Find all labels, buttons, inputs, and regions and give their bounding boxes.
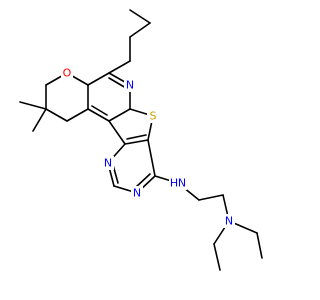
oxygen-label: O — [63, 67, 72, 80]
pyrimidine-nitrogen-1-atom: N — [102, 156, 114, 170]
bonds — [19, 9, 263, 271]
bond — [134, 173, 151, 189]
bond — [108, 60, 131, 74]
tertiary-amine-label: N — [225, 215, 233, 228]
bond — [19, 101, 47, 110]
pyrimidine-nitrogen-1-label: N — [104, 157, 112, 170]
bond — [198, 194, 224, 201]
bond — [256, 232, 263, 259]
bond — [129, 22, 151, 38]
pyridine-nitrogen-label: N — [126, 79, 134, 92]
bond — [147, 139, 156, 177]
amine-hydrogen-label: H — [170, 177, 178, 190]
bond — [129, 9, 151, 24]
bond — [87, 72, 110, 86]
sulfur-atom: S — [147, 109, 159, 123]
pyrimidine-nitrogen-2-label: N — [133, 187, 141, 200]
bond — [66, 108, 89, 122]
sulfur-label: S — [150, 110, 157, 123]
secondary-amine-atom: H N — [169, 176, 187, 190]
structure-diagram: O N S N N H N — [19, 9, 263, 271]
bond — [124, 139, 149, 145]
bond — [87, 108, 110, 122]
bond — [45, 108, 68, 122]
pyrimidine-nitrogen-2-atom: N — [131, 186, 143, 200]
atom-labels: O N S N N H N — [61, 66, 235, 228]
bond — [108, 120, 126, 145]
bond — [108, 77, 127, 89]
pyridine-nitrogen-atom: N — [124, 78, 136, 92]
bond — [213, 243, 221, 271]
molecule-canvas: O N S N N H N — [19, 9, 263, 271]
amine-nitrogen-label: N — [178, 177, 186, 190]
bond — [32, 108, 47, 132]
tertiary-amine-atom: N — [223, 214, 235, 228]
oxygen-atom: O — [61, 66, 73, 80]
bond — [126, 134, 147, 140]
bond — [91, 105, 108, 116]
bond — [108, 108, 131, 122]
